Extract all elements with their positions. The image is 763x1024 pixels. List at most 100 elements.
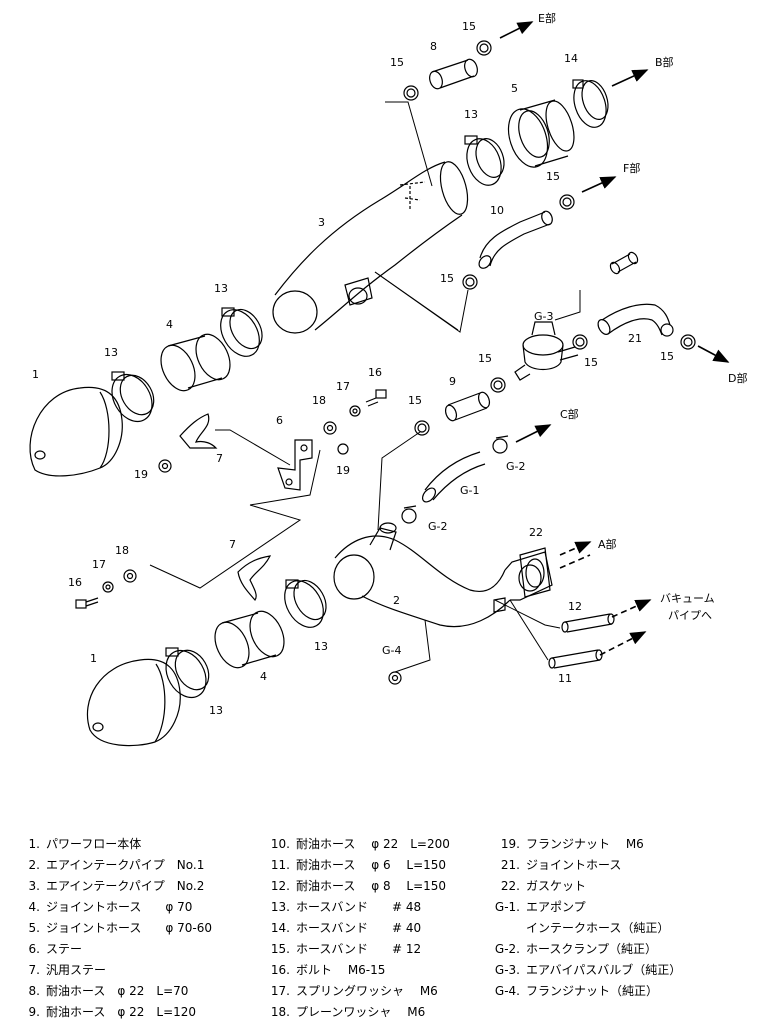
hose-band-13-lower <box>165 647 210 699</box>
parts-list-item: 10.耐油ホース φ 22 L=200 <box>268 834 450 855</box>
label-dest-e: E部 <box>538 11 556 25</box>
parts-list-item-number: 9. <box>28 1005 40 1019</box>
parts-list-item-text: プレーンワッシャ M6 <box>296 1005 426 1019</box>
parts-list-item: 16. ボルト M6-15 <box>268 960 450 981</box>
callout-15-b: 15 <box>390 56 404 69</box>
parts-list-item-text: パワーフロー本体 <box>46 837 142 851</box>
parts-list-item-number: 11. <box>270 858 290 872</box>
parts-list-item-text: ホースクランプ（純正） <box>526 942 658 956</box>
callout-4-upper: 4 <box>166 318 173 331</box>
air-cleaner-upper <box>29 386 123 477</box>
leader-lines <box>149 101 581 673</box>
callout-15-g: 15 <box>660 350 674 363</box>
callout-14: 14 <box>564 52 578 65</box>
parts-list-item: 6. ステー <box>26 939 212 960</box>
callout-15-h: 15 <box>408 394 422 407</box>
callout-16-lower: 16 <box>68 576 82 589</box>
callout-18-upper: 18 <box>312 394 326 407</box>
callout-15-e: 15 <box>478 352 492 365</box>
parts-list-item: 5. ジョイントホース φ 70-60 <box>26 918 212 939</box>
callout-17-lower: 17 <box>92 558 106 571</box>
parts-list-item-number: 18. <box>270 1005 290 1019</box>
parts-list-item-text: ジョイントホース φ 70-60 <box>46 921 213 935</box>
callout-13-b: 13 <box>104 346 118 359</box>
hose-band-13-top <box>464 135 505 186</box>
oil-hose-11 <box>548 649 603 669</box>
parts-list-item: 15.ホースバンド # 12 <box>268 939 450 960</box>
parts-list-item: 21.ジョイントホース <box>492 855 681 876</box>
parts-list-item-text: ガスケット <box>526 879 587 893</box>
hose-band-15-a <box>403 40 492 101</box>
callout-3: 3 <box>318 216 325 229</box>
hose-band-15-e <box>414 377 506 436</box>
parts-list-item-number: 16. <box>270 963 290 977</box>
oil-hose-10 <box>478 210 553 269</box>
air-cleaner-lower <box>86 658 181 747</box>
parts-list-item-text: インテークホース（純正） <box>526 921 670 935</box>
parts-list-item-text: ステー <box>46 942 83 956</box>
callout-19-right: 19 <box>336 464 350 477</box>
parts-list-item: G-4.フランジナット（純正） <box>492 981 681 1002</box>
parts-list-item-number: G-1. <box>494 900 520 914</box>
callout-13-e: 13 <box>209 704 223 717</box>
parts-list-item-text: 耐油ホース φ 22 L=70 <box>46 984 189 998</box>
hose-band-13-upper <box>111 371 155 423</box>
callout-g2-left: G-2 <box>428 520 448 533</box>
parts-list-item-number: G-2. <box>494 942 520 956</box>
callout-18-lower: 18 <box>115 544 129 557</box>
intake-pipe-2 <box>333 522 553 628</box>
parts-list-item-text: ボルト M6-15 <box>296 963 386 977</box>
pipe-stub-top <box>609 251 639 275</box>
label-dest-b: B部 <box>655 55 674 69</box>
callout-19-left: 19 <box>134 468 148 481</box>
callout-g2-right: G-2 <box>506 460 526 473</box>
callout-21: 21 <box>628 332 642 345</box>
parts-list-item: G-2. ホースクランプ（純正） <box>492 939 681 960</box>
callout-10: 10 <box>490 204 504 217</box>
parts-list-item-text: フランジナット（純正） <box>526 984 659 998</box>
callout-1-lower: 1 <box>90 652 97 665</box>
parts-list-item-text: エアインテークパイプ No.1 <box>46 858 205 872</box>
parts-list-item: 18. プレーンワッシャ M6 <box>268 1002 450 1023</box>
parts-list-item: 11.耐油ホース φ 6 L=150 <box>268 855 450 876</box>
callout-4-lower: 4 <box>260 670 267 683</box>
callout-15-f: 15 <box>584 356 598 369</box>
callout-6: 6 <box>276 414 283 427</box>
hose-band-13-lower-mid <box>284 579 327 628</box>
joint-hose-4-lower <box>214 610 285 669</box>
callout-g3: G-3 <box>534 310 554 323</box>
parts-list-item-number: G-3. <box>494 963 520 977</box>
parts-list-item: 13. ホースバンド # 48 <box>268 897 450 918</box>
parts-list-item: G-3.エアバイパスバルブ（純正） <box>492 960 681 981</box>
parts-list-item-text: ジョイントホース <box>526 858 622 872</box>
parts-list-item: 1.パワーフロー本体 <box>26 834 212 855</box>
intake-pipe-3 <box>272 161 469 334</box>
air-bypass-valve-g3 <box>514 321 579 381</box>
hose-clamp-g2 <box>401 435 509 524</box>
label-vacuum-1: バキューム <box>660 592 715 605</box>
parts-list-item-number: 5. <box>28 921 40 935</box>
callout-17-upper: 17 <box>336 380 350 393</box>
parts-list-item-text: スプリングワッシャ M6 <box>296 984 438 998</box>
callout-7-upper: 7 <box>216 452 223 465</box>
callout-15-d: 15 <box>440 272 454 285</box>
washers-lower <box>102 569 137 593</box>
parts-list-item-text: ホースバンド # 48 <box>296 900 422 914</box>
parts-list-item-number: 13. <box>270 900 290 914</box>
callout-13-d: 13 <box>314 640 328 653</box>
exploded-parts-diagram: E部 B部 F部 C部 D部 A部 バキューム パイプへ 1 1 2 3 4 4… <box>29 11 747 747</box>
parts-list-item-number: 4. <box>28 900 40 914</box>
gasket-22 <box>519 547 551 598</box>
parts-list-item-number: 17. <box>270 984 290 998</box>
callout-2: 2 <box>393 594 400 607</box>
hose-band-15-b <box>462 194 575 290</box>
callout-11: 11 <box>558 672 572 685</box>
parts-list-item-number: 19. <box>500 837 520 851</box>
parts-list-item: 3.エアインテークパイプ No.2 <box>26 876 212 897</box>
parts-list-item-number: 6. <box>28 942 40 956</box>
parts-list-item: 14.ホースバンド # 40 <box>268 918 450 939</box>
flange-nut-19-upper <box>158 459 172 473</box>
